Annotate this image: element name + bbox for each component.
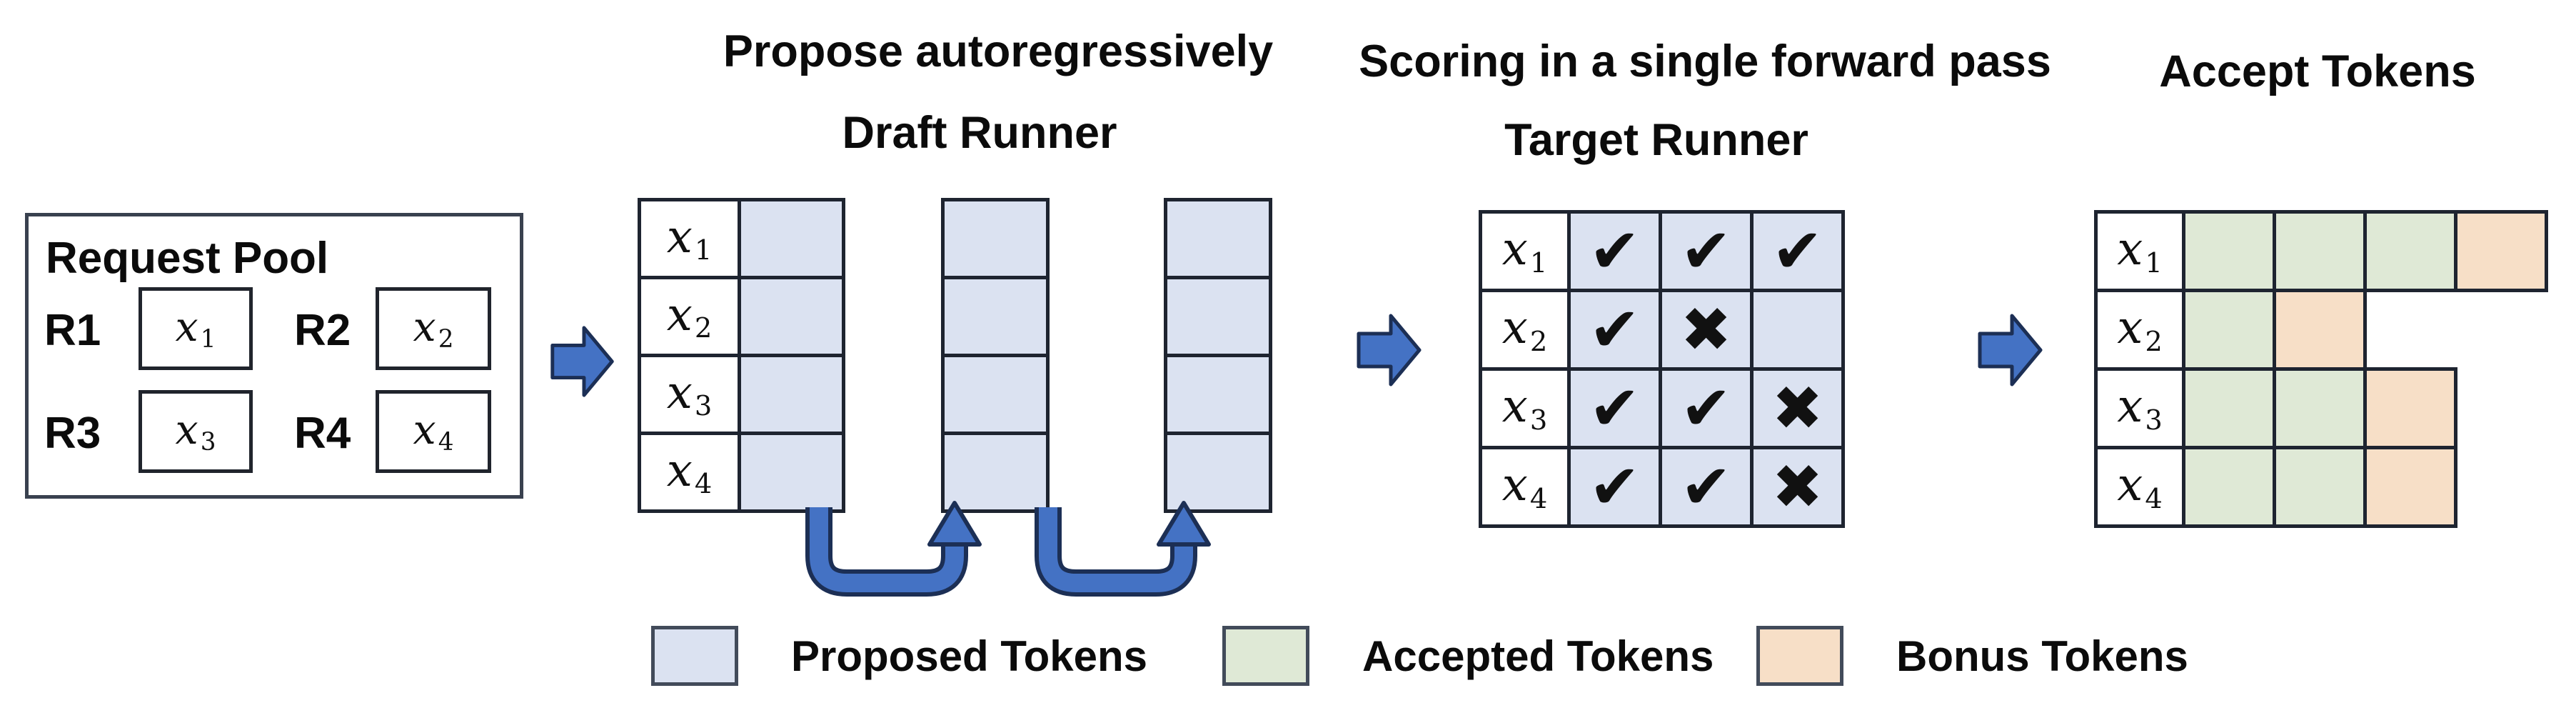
target-row-label: x1 <box>1479 210 1571 292</box>
accepted-token-cell <box>2273 210 2367 292</box>
proposed-swatch <box>651 626 738 686</box>
accepted-token-cell <box>2273 367 2367 449</box>
proposed-token-cell <box>941 354 1050 435</box>
score-cell: ✖ <box>1659 289 1754 371</box>
draft-table-step1: x1 x2 x3 x4 <box>638 198 845 513</box>
score-cell: ✔ <box>1567 446 1662 528</box>
proposed-token-cell <box>738 354 845 435</box>
request-token-box-x2: x2 <box>376 287 491 370</box>
target-scoring-table: x1 ✔ ✔ ✔ x2 ✔ ✖ x3 ✔ ✔ ✖ x4 ✔ ✔ ✖ <box>1479 210 1845 528</box>
accepted-token-cell <box>2363 210 2457 292</box>
request-token-box-x3: x3 <box>139 390 253 473</box>
token-x2: x2 <box>413 303 454 354</box>
request-label-r4: R4 <box>294 409 351 458</box>
legend-label-bonus: Bonus Tokens <box>1896 632 2188 680</box>
proposed-token-cell <box>1164 432 1272 513</box>
accepted-token-cell <box>2182 446 2276 528</box>
legend-item-bonus: Bonus Tokens <box>1756 626 2188 686</box>
proposed-token-cell <box>941 276 1050 357</box>
score-cell: ✔ <box>1659 210 1754 292</box>
draft-row-label: x3 <box>638 354 741 435</box>
legend-label-accepted: Accepted Tokens <box>1362 632 1714 680</box>
title-target-runner: Target Runner <box>1504 115 1808 165</box>
accepted-token-cell <box>2182 210 2276 292</box>
bonus-token-cell <box>2363 367 2457 449</box>
proposed-token-cell <box>1164 354 1272 435</box>
score-cell: ✔ <box>1567 367 1662 449</box>
request-token-box-x1: x1 <box>139 287 253 370</box>
proposed-token-cell <box>1164 198 1272 279</box>
score-cell: ✖ <box>1750 446 1845 528</box>
proposed-token-cell <box>738 432 845 513</box>
accept-row-label: x4 <box>2094 446 2185 528</box>
proposed-token-cell <box>738 276 845 357</box>
bonus-token-cell <box>2363 446 2457 528</box>
request-label-r2: R2 <box>294 306 351 355</box>
proposed-token-cell <box>738 198 845 279</box>
proposed-token-cell <box>1164 276 1272 357</box>
flow-arrow-3 <box>1978 314 2043 387</box>
title-accept-tokens: Accept Tokens <box>2159 46 2476 96</box>
bonus-swatch <box>1756 626 1843 686</box>
flow-arrow-2 <box>1357 314 1422 387</box>
proposed-token-cell <box>941 198 1050 279</box>
draft-row-label: x2 <box>638 276 741 357</box>
accept-row-label: x3 <box>2094 367 2185 449</box>
legend-item-accepted: Accepted Tokens <box>1222 626 1714 686</box>
title-propose-autoregressively: Propose autoregressively <box>723 26 1274 76</box>
draft-table-step3 <box>1164 198 1272 513</box>
target-row-label: x3 <box>1479 367 1571 449</box>
score-cell: ✔ <box>1750 210 1845 292</box>
draft-row-label: x4 <box>638 432 741 513</box>
token-x1: x1 <box>175 303 216 354</box>
request-token-box-x4: x4 <box>376 390 491 473</box>
loop-arrow-1 <box>805 501 982 597</box>
token-x4: x4 <box>413 406 454 457</box>
legend-label-proposed: Proposed Tokens <box>791 632 1147 680</box>
token-x3: x3 <box>175 406 216 457</box>
score-cell <box>1750 289 1845 371</box>
score-cell: ✔ <box>1567 289 1662 371</box>
accepted-token-cell <box>2182 289 2276 371</box>
title-draft-runner: Draft Runner <box>842 108 1117 158</box>
request-label-r3: R3 <box>44 409 101 458</box>
score-cell: ✔ <box>1659 367 1754 449</box>
accept-tokens-table: x1 x2 x3 x4 <box>2094 210 2548 528</box>
draft-row-label: x1 <box>638 198 741 279</box>
bonus-token-cell <box>2273 289 2367 371</box>
autoregressive-loop-arrows <box>805 501 1211 597</box>
bonus-token-cell <box>2454 210 2548 292</box>
score-cell: ✔ <box>1567 210 1662 292</box>
proposed-token-cell <box>941 432 1050 513</box>
accept-row-label: x1 <box>2094 210 2185 292</box>
request-pool-title: Request Pool <box>46 234 329 283</box>
score-cell: ✔ <box>1659 446 1754 528</box>
title-scoring: Scoring in a single forward pass <box>1359 36 2051 86</box>
score-cell: ✖ <box>1750 367 1845 449</box>
target-row-label: x2 <box>1479 289 1571 371</box>
draft-table-step2 <box>941 198 1050 513</box>
accepted-token-cell <box>2273 446 2367 528</box>
accepted-token-cell <box>2182 367 2276 449</box>
accepted-swatch <box>1222 626 1309 686</box>
accept-row-label: x2 <box>2094 289 2185 371</box>
target-row-label: x4 <box>1479 446 1571 528</box>
flow-arrow-1 <box>550 326 614 397</box>
request-label-r1: R1 <box>44 306 101 355</box>
legend-item-proposed: Proposed Tokens <box>651 626 1147 686</box>
loop-arrow-2 <box>1035 501 1211 597</box>
